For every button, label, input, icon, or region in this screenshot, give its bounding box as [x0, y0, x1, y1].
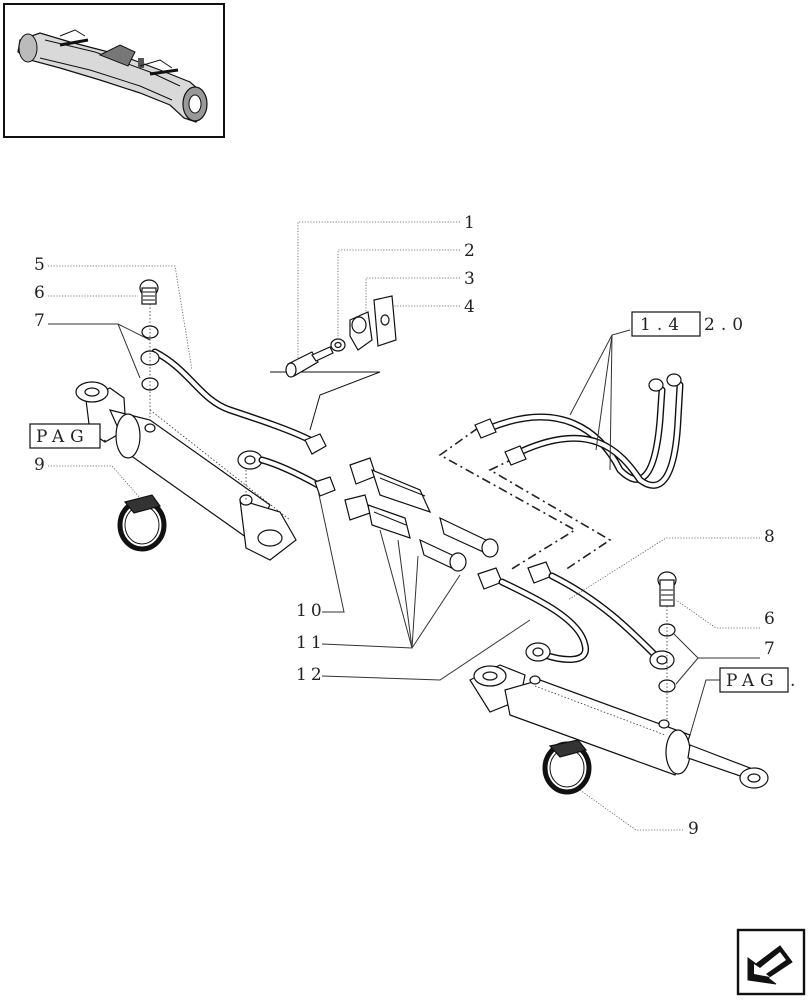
adapters-11[interactable] — [344, 457, 499, 572]
callout-11: 11 — [296, 633, 326, 653]
next-page-arrow-icon[interactable] — [736, 928, 806, 996]
hose-clip-right[interactable] — [542, 739, 592, 795]
pipe-10[interactable] — [237, 450, 336, 497]
leaders-top — [270, 221, 460, 431]
pipe-8[interactable] — [527, 561, 675, 670]
callout-9-left: 9 — [34, 455, 51, 475]
plate-4[interactable] — [373, 295, 397, 347]
callout-7-right: 7 — [764, 639, 781, 659]
hose-clip-left[interactable] — [117, 494, 167, 552]
cylinder-left[interactable] — [75, 381, 297, 561]
callout-1: 1 — [464, 213, 481, 233]
callout-5: 5 — [34, 255, 51, 275]
callout-6-left: 6 — [34, 283, 51, 303]
flow-lines — [438, 427, 612, 571]
svg-text:.: . — [790, 671, 801, 691]
svg-text:PAG: PAG — [726, 671, 780, 691]
callout-6-right: 6 — [764, 609, 781, 629]
bolt-1[interactable] — [285, 346, 334, 378]
svg-text:1.4: 1.4 — [640, 315, 685, 335]
banjo-bolt-left[interactable] — [139, 279, 160, 430]
pag-reference-right[interactable]: PAG . — [719, 667, 801, 693]
hose-5[interactable] — [151, 348, 327, 455]
pag-reference-left[interactable]: PAG . — [29, 423, 113, 449]
cylinder-right[interactable] — [469, 664, 769, 789]
clamp-3[interactable] — [349, 311, 373, 351]
callout-12: 12 — [296, 665, 326, 685]
callout-2: 2 — [464, 241, 481, 261]
svg-text:2.0: 2.0 — [704, 315, 749, 335]
pipe-12[interactable] — [477, 567, 589, 663]
callout-10: 10 — [296, 601, 326, 621]
washer-2[interactable] — [330, 338, 346, 352]
svg-text:.: . — [102, 427, 113, 447]
callout-4: 4 — [464, 297, 481, 317]
callout-9-right: 9 — [688, 819, 705, 839]
axle-thumbnail[interactable] — [3, 3, 225, 138]
ref-1-4-2-0[interactable]: 1.4 2.0 — [631, 311, 749, 337]
banjo-bolt-right[interactable] — [657, 571, 677, 720]
svg-text:PAG: PAG — [36, 427, 90, 447]
callout-8: 8 — [764, 527, 781, 547]
callout-3: 3 — [464, 269, 481, 289]
hoses-to-ref[interactable] — [474, 373, 684, 489]
callout-7-left: 7 — [34, 311, 51, 331]
